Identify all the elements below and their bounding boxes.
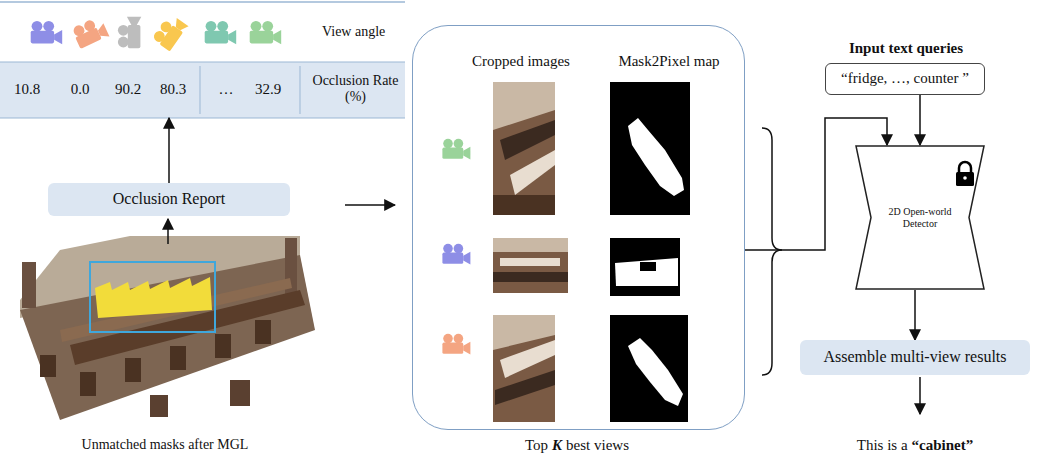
camera-icon: [151, 13, 188, 52]
camera-icon: [442, 139, 470, 160]
cell-text: 90.2: [103, 81, 153, 98]
detector-hourglass: 2D Open-world Detector: [855, 145, 985, 290]
text-holder: 90.2: [103, 81, 153, 98]
mask-map: [610, 238, 680, 296]
text-holder: 10.8: [2, 81, 52, 98]
text-holder: Occlusion Rate (%): [308, 73, 403, 105]
box-text: Occlusion Report: [113, 190, 225, 208]
table-divider: [300, 66, 301, 114]
label-text: Top: [525, 437, 548, 454]
box-text: Assemble multi-view results: [823, 348, 1006, 366]
camera-icon: [31, 21, 63, 44]
label-group: Unmatched masks after MGL: [82, 437, 249, 453]
text-holder: 32.9: [243, 81, 293, 98]
label-group: This is a“cabinet”: [857, 437, 974, 454]
bracket: [762, 128, 782, 375]
cell-text: 0.0: [55, 81, 105, 98]
table-rule: [0, 1, 405, 3]
detector-text: 2D Open-world Detector: [880, 206, 960, 230]
cell-text: Cropped images: [453, 53, 589, 70]
camera-icon: [250, 21, 282, 44]
cropped-image: [493, 238, 568, 293]
label-text: best views: [566, 437, 629, 454]
mask-map: [610, 315, 688, 422]
flow-arrow: [167, 219, 169, 244]
table-rule: [0, 62, 405, 63]
table-band: [0, 62, 405, 118]
connector: [914, 290, 916, 340]
text-holder: 80.3: [148, 81, 198, 98]
cropped-image: [493, 82, 555, 215]
table-rule: [0, 118, 405, 119]
table-divider: [200, 66, 201, 114]
heading-holder: Input text queries: [796, 40, 1016, 57]
label-text: “cabinet”: [912, 437, 974, 454]
connector: [168, 118, 170, 183]
camera-icon: [71, 15, 109, 50]
camera-icon: [442, 334, 470, 355]
camera-icon: [205, 21, 237, 44]
text-holder: 0.0: [55, 81, 105, 98]
process-box: Assemble multi-view results: [800, 340, 1030, 375]
text-holder: Cropped images: [453, 53, 589, 70]
cell-text: 80.3: [148, 81, 198, 98]
cell-text: 32.9: [243, 81, 293, 98]
label-text: K: [552, 437, 562, 454]
cell-text: Occlusion Rate (%): [308, 73, 403, 105]
cropped-image: [493, 315, 555, 422]
label-text: This is a: [857, 437, 908, 454]
cell-text: Mask2Pixel map: [599, 53, 739, 70]
text-holder: …: [201, 81, 251, 98]
scene-pointcloud: [20, 236, 315, 420]
mask-map: [610, 82, 690, 215]
views-panel: Cropped images Mask2Pixel map: [412, 25, 745, 430]
query-box: Input text queries“fridge, …, counter ”: [825, 63, 985, 95]
label-text: View angle: [322, 24, 385, 40]
label-group: View angle: [322, 24, 385, 40]
camera-icon: [442, 244, 470, 265]
text-holder: Mask2Pixel map: [599, 53, 739, 70]
camera-icon: [118, 17, 141, 49]
cell-text: …: [201, 81, 251, 98]
connector: [919, 95, 921, 145]
label-group: TopKbest views: [525, 437, 629, 454]
flow-arrow: [919, 377, 921, 414]
process-box: Occlusion Report: [48, 183, 290, 216]
occlusion-table: 10.80.090.280.3…32.9 Occlusion Rate (%): [0, 62, 405, 118]
flow-arrow: [345, 204, 395, 206]
heading-text: Input text queries: [796, 40, 1016, 57]
cell-text: 10.8: [2, 81, 52, 98]
label-text: Unmatched masks after MGL: [82, 437, 249, 453]
box-text: “fridge, …, counter ”: [841, 70, 969, 87]
